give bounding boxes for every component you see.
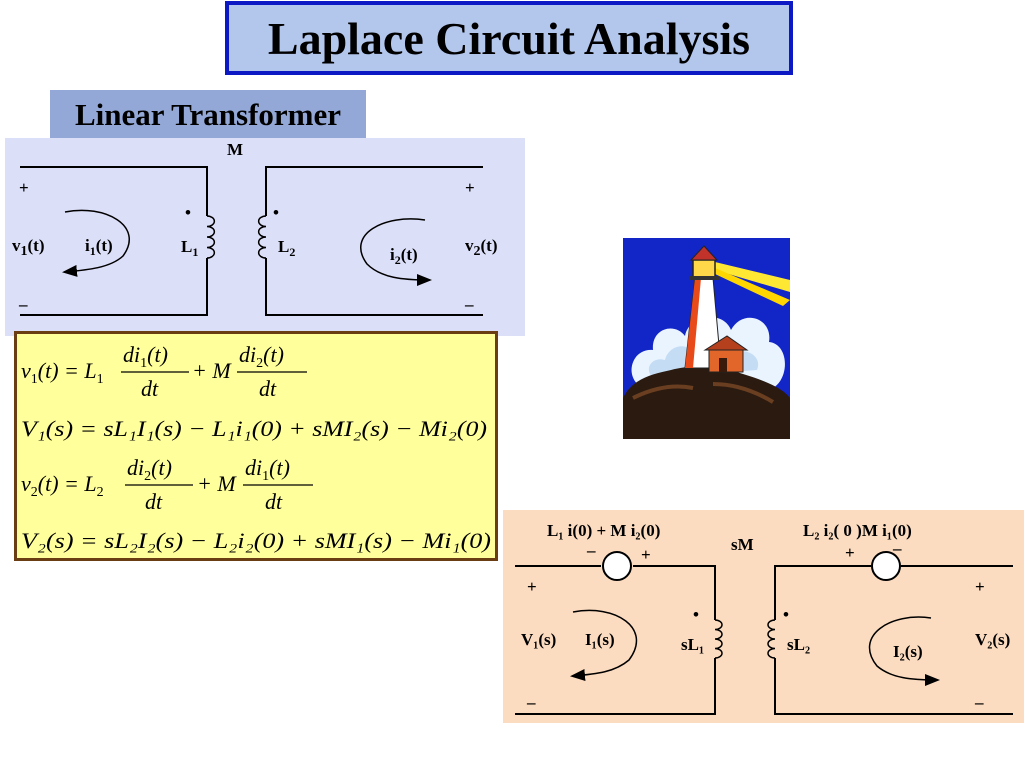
i2-label: i2(t): [390, 245, 418, 267]
eq4: V₂(s) = sL₂I₂(s) − L₂i₂(0) + sMI₁(s) − M…: [21, 528, 491, 553]
slide-title-text: Laplace Circuit Analysis: [267, 12, 751, 64]
i1-label: i1(t): [85, 236, 113, 258]
dot-l1: •: [185, 203, 191, 222]
equations-box: v1(t) = L1 di1(t) dt + M di2(t) dt V₁(s)…: [14, 331, 498, 561]
section-subtitle: Linear Transformer: [50, 90, 366, 140]
section-subtitle-text: Linear Transformer: [74, 97, 342, 132]
mutual-label: M: [227, 140, 243, 159]
source-2-plus: +: [845, 543, 855, 562]
eq1-plus-m: + M: [192, 358, 232, 383]
coil-l1: [206, 215, 216, 259]
eq1-num2: di2(t): [239, 342, 284, 371]
s-plus-left: +: [527, 577, 537, 596]
time-domain-circuit-svg: M + + – – • • v1(t) i1(t) L1 L2 i2(t) v2…: [12, 140, 497, 316]
v1-label: v1(t): [12, 236, 44, 259]
coil-sl1: [714, 619, 723, 659]
sL2-label: sL₂: [787, 635, 810, 654]
s-mutual-label: sM: [731, 535, 754, 554]
s-domain-circuit: L₁ i(0) + M i₂(0) L₂ i₂( 0 )M i₁(0) sM –…: [503, 510, 1024, 723]
time-domain-circuit: M + + – – • • v1(t) i1(t) L1 L2 i2(t) v2…: [5, 138, 525, 336]
i2-arrow: [360, 218, 432, 286]
eq3-num1: di2(t): [127, 455, 172, 484]
eq3-plus-m: + M: [197, 471, 237, 496]
s-dot-l1: •: [693, 605, 699, 624]
coil-sl2: [767, 619, 776, 659]
eq3-den2: dt: [265, 489, 283, 514]
I1-label: I₁(s): [585, 630, 615, 649]
s-minus-right: –: [974, 693, 984, 712]
eq1-den2: dt: [259, 376, 277, 401]
v2-label: v2(t): [465, 236, 497, 259]
sL1-label: sL₁: [681, 635, 704, 654]
s-minus-left: –: [526, 693, 536, 712]
i1-arrow: [62, 209, 130, 277]
right-loop-wire: [265, 166, 483, 316]
l2-label: L2: [278, 237, 295, 259]
lighthouse-icon: [623, 238, 790, 439]
s-domain-circuit-svg: L₁ i(0) + M i₂(0) L₂ i₂( 0 )M i₁(0) sM –…: [515, 521, 1013, 715]
s-left-loop-wire: [515, 565, 716, 715]
slide-title: Laplace Circuit Analysis: [225, 1, 793, 75]
left-loop-wire: [20, 166, 208, 316]
eq3-den1: dt: [145, 489, 163, 514]
s-plus-right: +: [975, 577, 985, 596]
lighthouse-image: [623, 238, 790, 439]
plus-right: +: [465, 178, 475, 197]
I2-arrow: [868, 616, 940, 686]
I2-label: I₂(s): [893, 642, 923, 661]
eq1-num1: di1(t): [123, 342, 168, 371]
eq3-num2: di1(t): [245, 455, 290, 484]
I1-arrow: [570, 609, 638, 681]
s-right-loop-wire: [774, 565, 1013, 715]
eq1-den1: dt: [141, 376, 159, 401]
eq2: V₁(s) = sL₁I₁(s) − L₁i₁(0) + sMI₂(s) − M…: [21, 416, 487, 441]
equations-svg: v1(t) = L1 di1(t) dt + M di2(t) dt V₁(s)…: [21, 342, 491, 553]
l1-label: L1: [181, 237, 198, 259]
minus-left: –: [18, 295, 28, 314]
coil-l2: [257, 215, 267, 259]
source-1-plus: +: [641, 545, 651, 564]
source-1-label: L₁ i(0) + M i₂(0): [547, 521, 660, 540]
source-2-icon: [871, 551, 901, 581]
V2-label: V₂(s): [975, 630, 1010, 649]
s-dot-l2: •: [783, 605, 789, 624]
source-2-minus: –: [892, 539, 902, 558]
source-2-label: L₂ i₂( 0 )M i₁(0): [803, 521, 912, 540]
plus-left: +: [19, 178, 29, 197]
eq1-lhs: v1(t) = L1: [21, 358, 104, 387]
dot-l2: •: [273, 203, 279, 222]
V1-label: V₁(s): [521, 630, 556, 649]
minus-right: –: [464, 295, 474, 314]
eq3-lhs: v2(t) = L2: [21, 471, 104, 500]
source-1-icon: [602, 551, 632, 581]
source-1-minus: –: [586, 541, 596, 560]
